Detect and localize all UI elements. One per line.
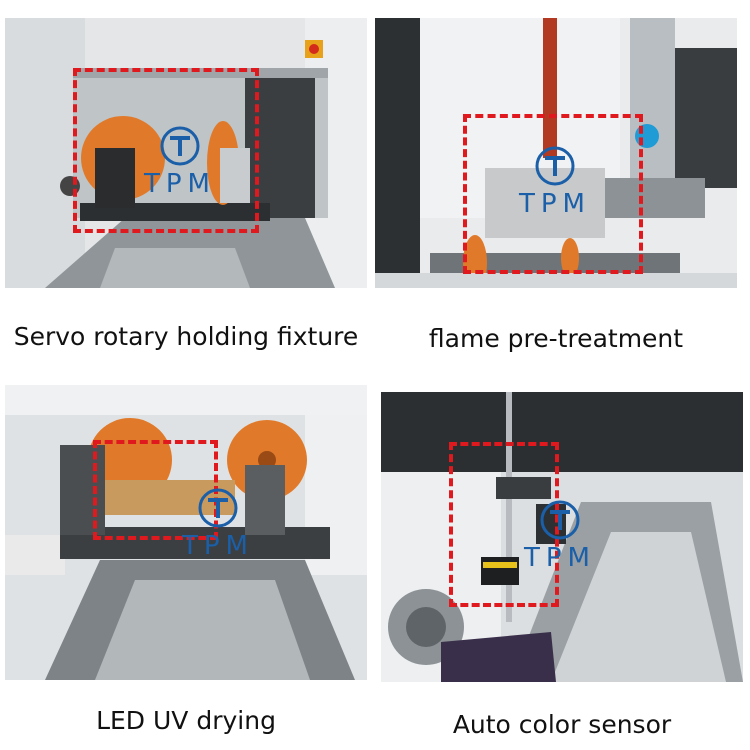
photo-flame-pretreatment: TPM <box>375 18 737 288</box>
tpm-logo: TPM <box>125 118 235 208</box>
logo-text: TPM <box>518 189 591 219</box>
tpm-logo: TPM <box>505 492 615 582</box>
logo-text: TPM <box>143 169 216 199</box>
tpm-logo: TPM <box>500 138 610 228</box>
caption-servo-fixture: Servo rotary holding fixture <box>13 322 359 351</box>
caption-led-uv-drying: LED UV drying <box>96 706 276 735</box>
uv-drying-scene <box>5 385 367 680</box>
caption-auto-color-sensor: Auto color sensor <box>452 710 672 739</box>
flame-scene <box>375 18 737 288</box>
photo-servo-fixture: TPM <box>5 18 367 288</box>
photo-auto-color-sensor: TPM <box>381 392 743 682</box>
logo-text: TPM <box>523 543 596 573</box>
tpm-logo: TPM <box>163 480 273 570</box>
logo-text: TPM <box>181 531 254 561</box>
highlight-box <box>463 114 643 274</box>
photo-led-uv-drying: TPM <box>5 385 367 680</box>
highlight-box <box>73 68 259 233</box>
caption-flame-pretreatment: flame pre-treatment <box>428 324 684 353</box>
highlight-box <box>449 442 559 607</box>
